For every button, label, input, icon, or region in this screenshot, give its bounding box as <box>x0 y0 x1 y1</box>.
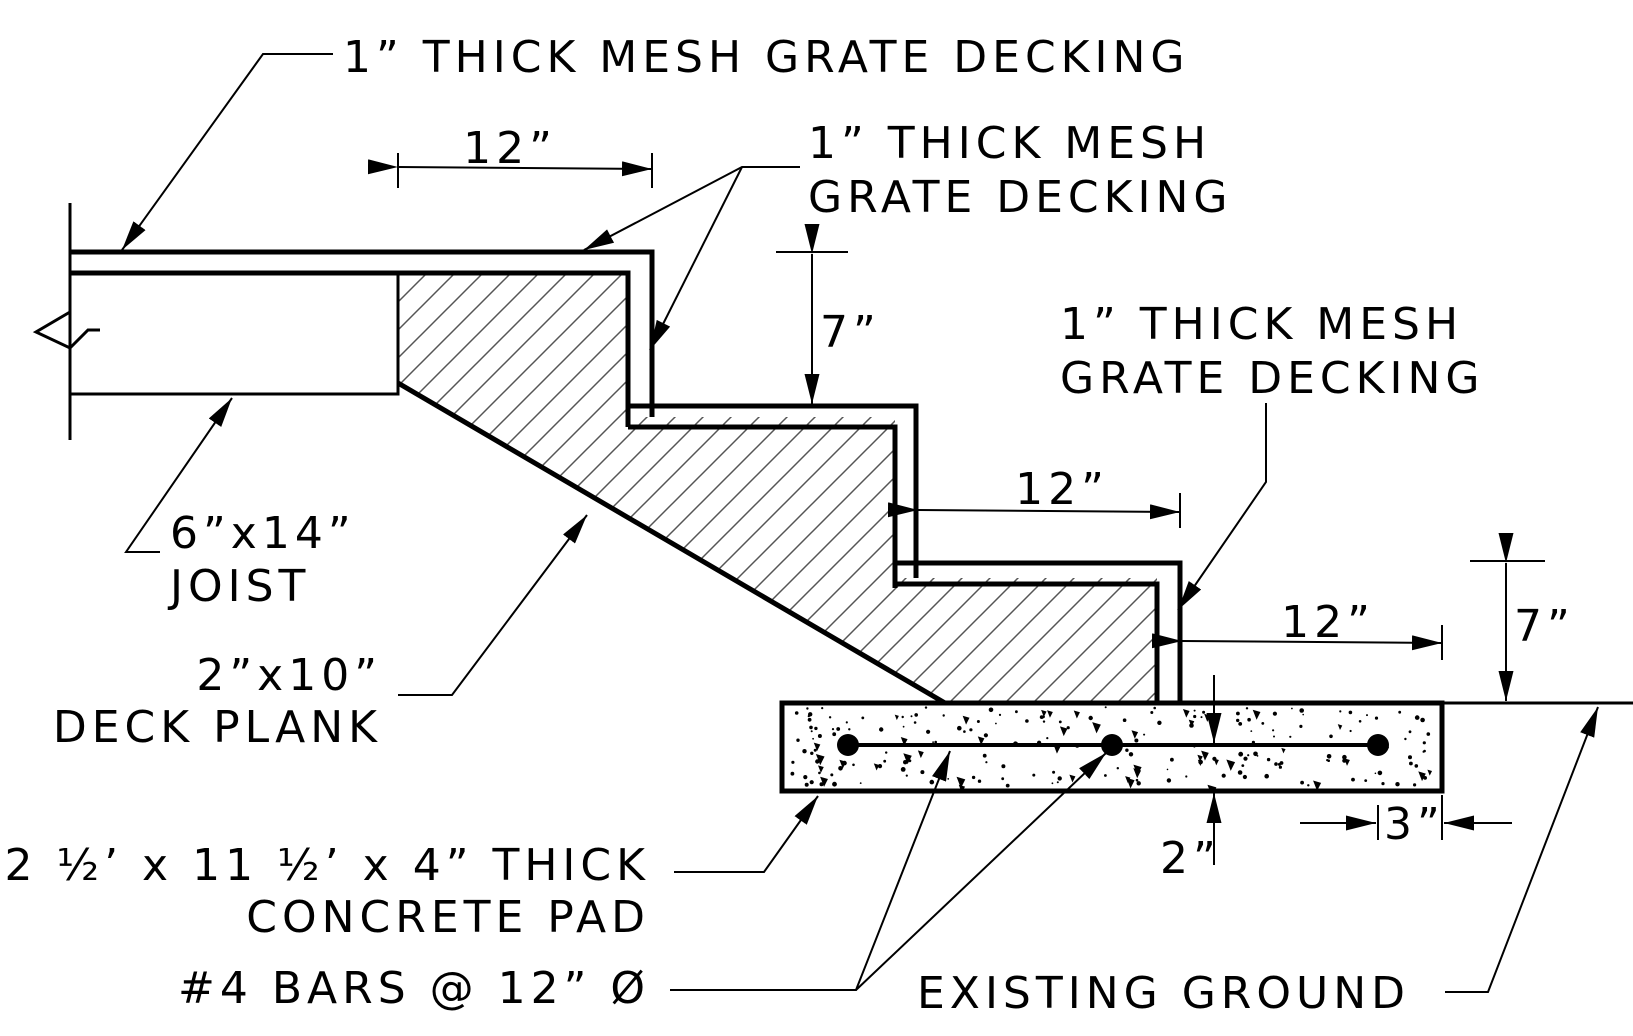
dimension-riser-top: 7” <box>776 224 881 404</box>
callout-bars: #4 BARS @ 12” Ø <box>178 750 1107 1014</box>
rebar-dot <box>1101 734 1123 756</box>
rebar-dot <box>837 734 859 756</box>
dimension-bar-cover: 2” <box>1160 675 1222 884</box>
callout-mesh-right: 1” THICK MESH GRATE DECKING <box>1060 299 1484 611</box>
dimension-mid-tread: 12” <box>887 464 1181 528</box>
dimension-label: 12” <box>1281 597 1375 648</box>
label-mesh-right-2: GRATE DECKING <box>1060 353 1484 404</box>
concrete-pad <box>779 700 1633 794</box>
rebar-dot <box>1367 734 1389 756</box>
dimension-label: 12” <box>1015 464 1109 515</box>
mesh-grate-decking <box>70 249 1183 703</box>
label-mesh-right-1: 1” THICK MESH <box>1060 299 1463 350</box>
dimension-bottom-tread: 12” <box>1151 597 1443 660</box>
dimension-label: 7” <box>820 307 881 358</box>
dimension-riser-bottom: 7” <box>1470 533 1575 701</box>
callout-existing-ground: EXISTING GROUND <box>917 706 1599 1019</box>
label-ground: EXISTING GROUND <box>917 968 1410 1019</box>
label-mesh-top: 1” THICK MESH GRATE DECKING <box>343 32 1190 83</box>
callout-joist: 6”x14” JOIST <box>124 397 356 612</box>
label-joist-1: 6”x14” <box>170 508 356 559</box>
dimension-top-tread: 12” <box>367 123 653 188</box>
label-mesh-mid-2: GRATE DECKING <box>808 172 1232 223</box>
callout-concrete-pad: 2 ½’ x 11 ½’ x 4” THICK CONCRETE PAD <box>4 795 819 943</box>
dimension-label: 2” <box>1160 833 1221 884</box>
stringer-deck-plank <box>396 273 1157 706</box>
callout-mesh-top: 1” THICK MESH GRATE DECKING <box>121 32 1190 251</box>
label-joist-2: JOIST <box>167 561 310 612</box>
callout-mesh-mid: 1” THICK MESH GRATE DECKING <box>583 118 1232 351</box>
label-plank-2: DECK PLANK <box>53 702 382 753</box>
dimension-label: 3” <box>1384 799 1445 850</box>
label-mesh-mid-1: 1” THICK MESH <box>808 118 1211 169</box>
joist <box>32 203 400 440</box>
label-plank-1: 2”x10” <box>196 650 382 701</box>
callout-deck-plank: 2”x10” DECK PLANK <box>53 514 588 753</box>
dimension-label: 12” <box>463 123 557 174</box>
label-bars: #4 BARS @ 12” Ø <box>178 963 650 1014</box>
dimension-bar-edge: 3” <box>1300 795 1512 850</box>
dimension-label: 7” <box>1514 601 1575 652</box>
label-pad-2: CONCRETE PAD <box>246 892 650 943</box>
concrete-speckle <box>790 706 1433 791</box>
label-pad-1: 2 ½’ x 11 ½’ x 4” THICK <box>4 840 650 891</box>
